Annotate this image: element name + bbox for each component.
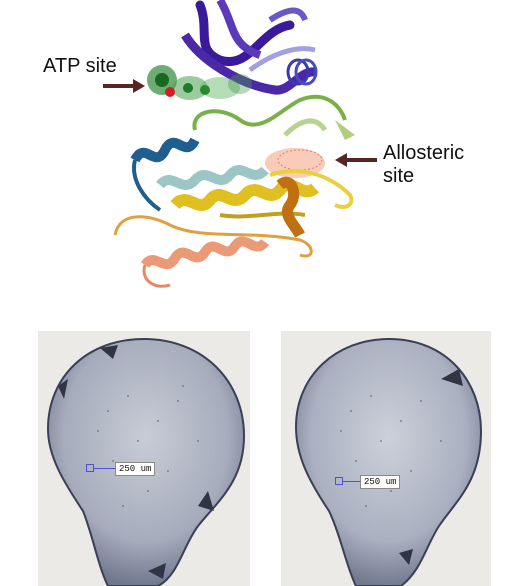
scale-bar-line-left [93, 468, 115, 469]
allosteric-site-label-line2: site [383, 165, 415, 187]
scale-bar-label-right: 250 um [360, 475, 401, 489]
crystal-drop-right [281, 331, 491, 586]
crystal-photo-left: 250 um [38, 331, 250, 586]
allosteric-site-label-line1: Allosteric [383, 142, 465, 164]
atp-ligand-spheres [147, 65, 252, 100]
atp-site-label: ATP site [43, 55, 117, 77]
crystal-drop-left [38, 331, 250, 586]
protein-structure-figure [100, 0, 400, 295]
protein-ribbon-diagram [113, 0, 355, 288]
scale-bar-line-right [342, 481, 360, 482]
atp-site-arrow [103, 79, 145, 93]
scale-bar-label-left: 250 um [115, 462, 156, 476]
crystal-photo-right: 250 um [281, 331, 491, 586]
allosteric-site-arrow [335, 153, 377, 167]
blue-helix [130, 137, 200, 212]
